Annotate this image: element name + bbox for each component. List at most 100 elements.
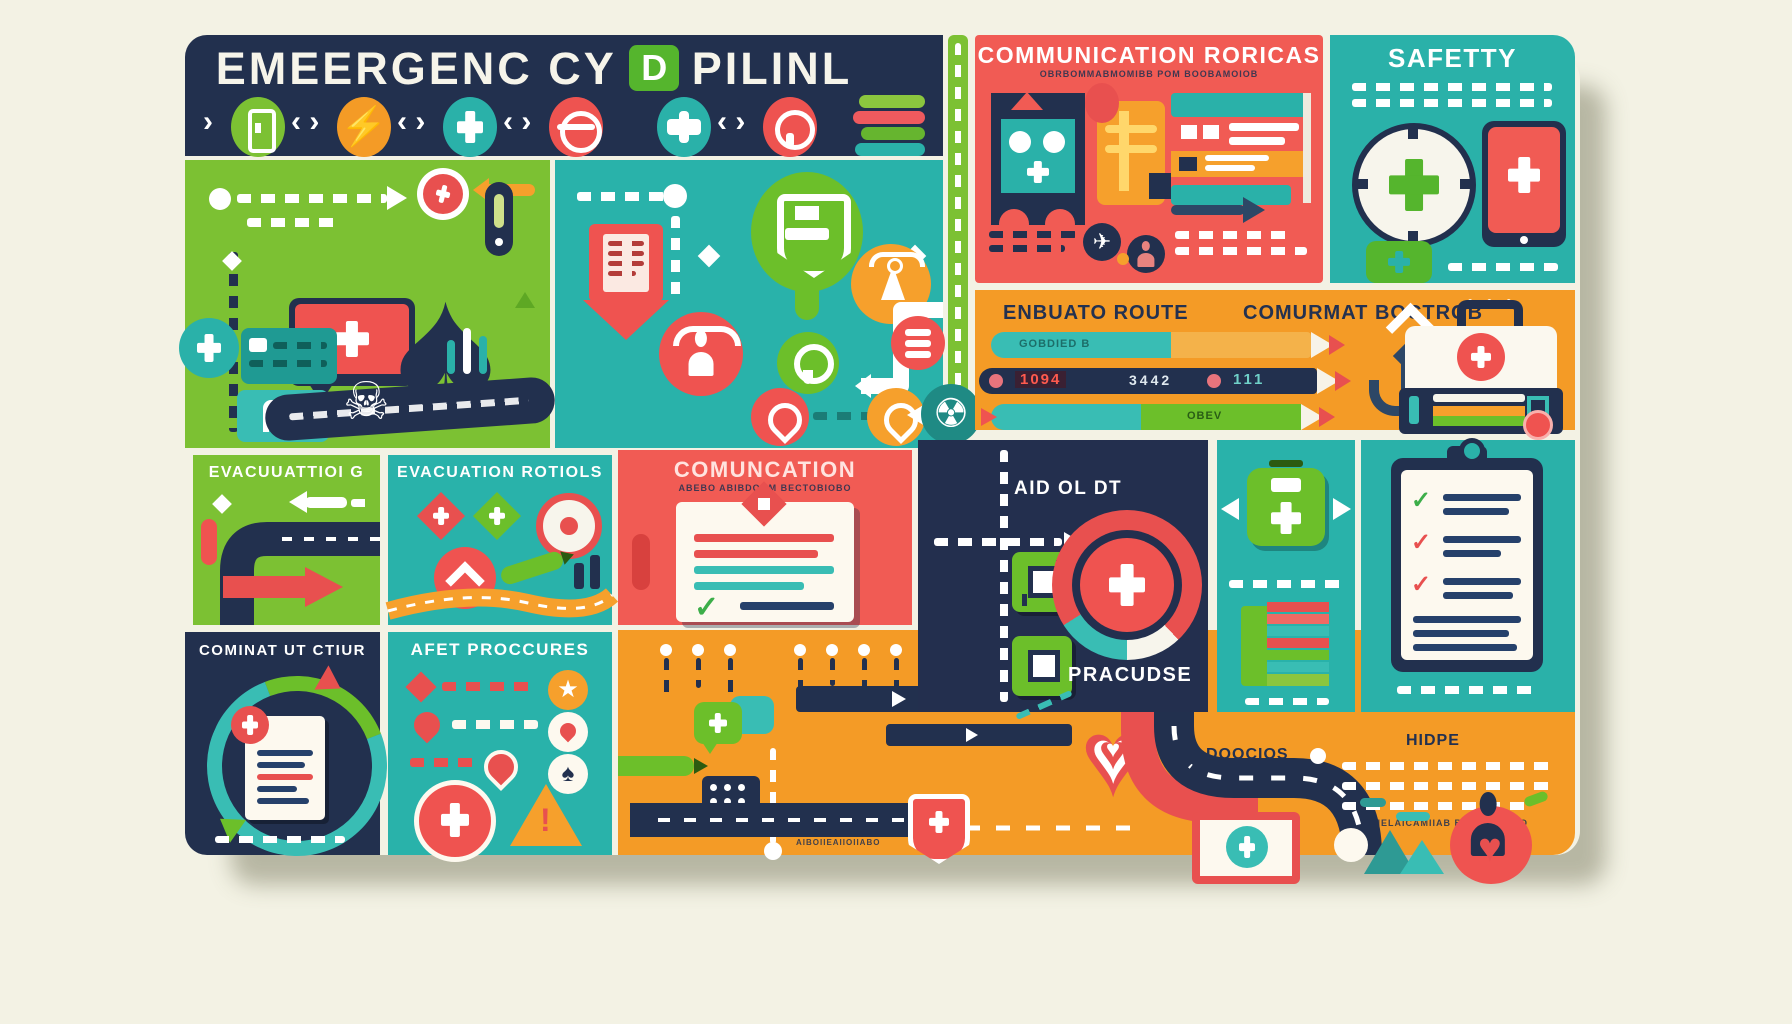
map-dot [692,644,704,656]
chain-arrows: ‹ › [291,105,320,138]
alert-scene-panel: ♠ ☠ [179,160,557,448]
exit-door-icon [231,97,285,157]
dash-row [215,836,345,843]
cominat-panel: COMINAT UT CTIUR [178,632,416,885]
dash-row [410,758,474,767]
green-badge-icon [1366,241,1432,283]
teal-dash [1396,812,1430,821]
lightning-icon: ⚡ [337,97,391,157]
plane-icon: ✈ [1083,223,1121,261]
dash-row [1229,580,1343,588]
fire-drop-icon [751,388,810,446]
hidpe-label: HIDPE [1406,732,1460,749]
dash-row [1352,99,1552,107]
dash-row [813,412,877,420]
first-aid-gauge-icon [1352,123,1476,247]
cross-alert-icon [414,780,496,862]
response-road [630,630,1382,856]
monitor-icon [1192,812,1300,884]
route-node [1310,748,1326,764]
checklist-panel: ✓ ✓ ✓ [1361,438,1575,712]
chain-arrow: › [203,105,213,138]
safety-vest-icon [1085,83,1171,205]
dash-row [1175,231,1295,239]
evacuation-g-panel: EVACUUATTIOI G [193,455,380,625]
route-bar-1: GOBDIED B [991,332,1345,358]
route-bar-3: OBEV [981,404,1335,430]
navy-bar [574,563,584,589]
map-dot [724,644,736,656]
dash-row [1397,686,1537,694]
notebook-icon [1241,602,1333,690]
comuncation-panel: COMUNCATION ABEBO ABIBDOOM BECTOBIOBO ✓ [618,450,912,625]
map-stem [664,658,669,702]
map-stem [862,658,867,708]
person-heart-icon: ♥ [1436,792,1532,884]
siren-bar [447,340,455,374]
arrowhead-left [289,491,307,513]
check-green: ✓ [1411,487,1432,514]
plan-scene-panel: ☢ [555,160,981,448]
map-dot [858,644,870,656]
siren-bar [479,336,487,374]
map-stem [830,658,835,686]
map-footnote: AIBOIIEAIIOIIABO [796,838,881,847]
dash-arrow [237,194,387,203]
route-dot [663,184,687,208]
rotiols-panel: EVACUATION ROTIOLS [385,455,619,625]
arrow-shape [1171,205,1245,215]
page-title: EMEERGENC CY [215,43,617,94]
navy-bar [590,555,600,589]
dot [1117,253,1129,265]
supply-bars-icon [853,93,931,163]
comuncation-title: COMUNCATION [673,457,857,482]
diamond-marker [222,251,242,271]
cominat-title: COMINAT UT CTIUR [198,642,367,659]
arrowhead-left [1221,498,1239,520]
siren-bar [463,328,471,374]
teal-dash [1360,798,1386,807]
route-title: ENBUATO ROUTE [1003,302,1189,324]
green-chip [1012,636,1072,696]
aid-panel: AID OL DT PRACUDSE [918,440,1208,720]
communication-subtitle: OBRBOMMABMOMIBB POM BOOBAMOIOB [1039,69,1259,79]
communication-panel: COMMUNICATION RORICAS OBRBOMMABMOMIBB PO… [975,35,1323,283]
dash-route [770,748,776,844]
route-bar-2: 1094 3442 111 [979,368,1351,394]
afet-title: AFET PROCCURES [410,640,590,659]
chain-arrows: ‹ › [717,105,746,138]
valve-icon [549,97,603,157]
supplies-panel [1217,440,1355,712]
dash-row [442,682,538,691]
safety-title: SAFETTY [1388,43,1517,73]
red-cross-chip [405,671,437,703]
arrowhead-left [907,404,925,426]
dash-row [1448,263,1558,271]
dash-row [452,720,538,729]
bandage-icon [657,97,711,157]
plan-document [231,706,325,820]
knob-icon [763,97,817,157]
exit-road [385,587,619,620]
dash-row [1342,802,1532,810]
first-aid-kit-icon [1399,300,1563,440]
warning-triangle-icon: ! [510,784,582,846]
route-bar [886,724,1072,746]
arrowhead [387,186,407,210]
chain-arrows: ‹ › [503,105,532,138]
doocios-label: DOOCIOS [1206,746,1289,763]
dash-row [351,499,375,507]
skull-icon: ☠ [343,373,390,431]
dash-row [1342,762,1556,770]
chat-bubble-green [694,702,742,754]
map-dot [660,644,672,656]
medical-cross-icon [443,97,497,157]
title-badge: D [629,45,680,91]
dash-row [989,231,1077,238]
map-caption: BIELAICAMIIAB BEAIIIEIGIAIO [1370,818,1529,828]
message-board-icon [1171,93,1317,211]
rotiols-title: EVACUATION ROTIOLS [397,464,603,481]
radiation-icon: ☢ [921,384,981,444]
route-dot [209,188,231,210]
shield-balloon-icon [751,172,863,328]
